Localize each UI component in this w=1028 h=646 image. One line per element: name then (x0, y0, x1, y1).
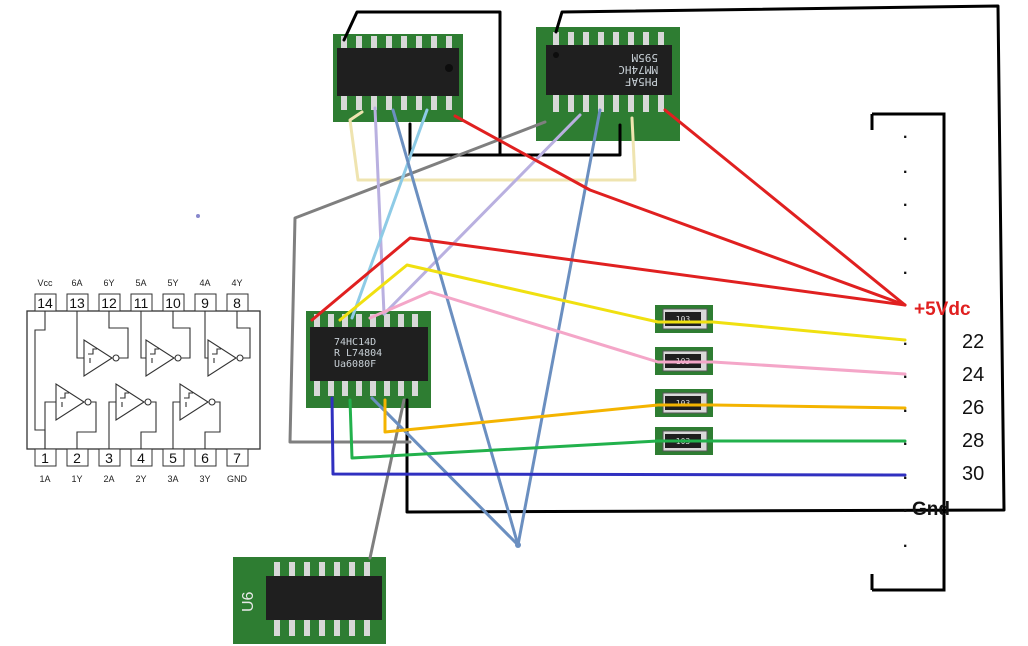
pin-label-26: 26 (962, 397, 984, 419)
pin-label: Vcc (37, 278, 53, 288)
marking-line: MM74HC (618, 63, 658, 76)
pin-label: GND (227, 474, 248, 484)
marking-line: PH5AF (625, 75, 658, 88)
pin-label: 3A (167, 474, 178, 484)
wire-black (405, 4, 1006, 514)
pin-number: 2 (73, 450, 81, 466)
wire-orange (383, 398, 907, 434)
header-dot: . (903, 534, 907, 551)
wire-red (663, 108, 907, 307)
pin-number: 10 (165, 295, 181, 311)
chip-body (310, 327, 428, 381)
resistor: 103 (655, 389, 713, 417)
wire-yellow (338, 263, 907, 342)
header-bracket (872, 112, 946, 592)
wire-blue (330, 396, 907, 477)
pin-label-30: 30 (962, 463, 984, 485)
wire-junction (515, 542, 521, 548)
pin-number: 3 (105, 450, 113, 466)
pinout-body (26, 310, 261, 450)
chip-board-top-right: PH5AF MM74HC 595M (536, 27, 680, 141)
pin-number: 7 (233, 450, 241, 466)
wire-black (342, 10, 502, 157)
pin-number: 13 (69, 295, 85, 311)
pin-label: 1A (39, 474, 50, 484)
pin-label: 4A (199, 278, 210, 288)
marking-line: R L74804 (334, 348, 382, 359)
wire-steel (370, 396, 520, 547)
header-dot: . (903, 160, 907, 177)
pin-box (226, 448, 249, 467)
wire-steel (516, 108, 602, 547)
pin-label-28: 28 (962, 430, 984, 452)
marking-line: 74HC14D (334, 337, 376, 348)
wire-lightblue (350, 108, 429, 320)
pin-number: 14 (37, 295, 53, 311)
pin-number: 9 (201, 295, 209, 311)
pin-number: 5 (169, 450, 177, 466)
wire-red (310, 236, 907, 322)
chip-board-middle: 74HC14D R L74804 Ua6080F (306, 311, 431, 408)
chip-body (266, 576, 382, 620)
pin-label: 4Y (231, 278, 242, 288)
pin-number: 6 (201, 450, 209, 466)
pin-label-22: 22 (962, 331, 984, 353)
resistor-marking: 103 (676, 315, 691, 324)
vdc-label: +5Vdc (914, 299, 971, 320)
header-dot: . (903, 125, 907, 142)
pin-label: 1Y (71, 474, 82, 484)
chip-board-top-left (333, 34, 463, 122)
chip-body (546, 45, 672, 95)
pin-label: 5Y (167, 278, 178, 288)
pin-number: 4 (137, 450, 145, 466)
chip-marking: PH5AF MM74HC 595M (618, 51, 658, 88)
u6-label: U6 (240, 591, 257, 612)
resistor: 103 (655, 305, 713, 333)
header-dot: . (903, 399, 907, 416)
header-dot: . (903, 227, 907, 244)
pin-label: 3Y (199, 474, 210, 484)
header-dot: . (903, 499, 907, 516)
header-dot: . (903, 261, 907, 278)
wire-pink (368, 290, 907, 376)
marking-line: Ua6080F (334, 359, 376, 370)
header-dot: . (903, 466, 907, 483)
wire-lavender (382, 113, 582, 316)
gnd-label: Gnd (912, 499, 950, 520)
header-dot: . (903, 332, 907, 349)
chip-board-u6: U6 (233, 557, 386, 644)
pin-label: 6A (71, 278, 82, 288)
pin-label: 6Y (103, 278, 114, 288)
pin-label: 2Y (135, 474, 146, 484)
inverter-schematic (34, 311, 251, 449)
pin-number: 8 (233, 295, 241, 311)
wire-green (348, 398, 907, 460)
header-dot: . (903, 365, 907, 382)
pin-number: 11 (134, 295, 149, 311)
chip-body (337, 48, 459, 96)
pin-label: 2A (103, 474, 114, 484)
hex-inverter-pinout: Vcc 6A 6Y 5A 5Y 4A 4Y 14 13 12 11 10 9 8… (26, 278, 261, 484)
header-dot: . (903, 432, 907, 449)
pin-number: 12 (101, 295, 117, 311)
pin-label-24: 24 (962, 364, 984, 386)
wire-steel (391, 108, 520, 547)
wire-red (453, 114, 907, 307)
pin-label: 5A (135, 278, 146, 288)
wire-tan (348, 110, 637, 182)
stray-dot (196, 214, 200, 218)
header-connector: . . . . . . . . . . . . +5Vdc 22 24 26 2… (870, 112, 984, 592)
marking-line: 595M (631, 51, 658, 64)
header-dot: . (903, 193, 907, 210)
wire-lavender (373, 106, 386, 316)
pin-number: 1 (41, 450, 49, 466)
